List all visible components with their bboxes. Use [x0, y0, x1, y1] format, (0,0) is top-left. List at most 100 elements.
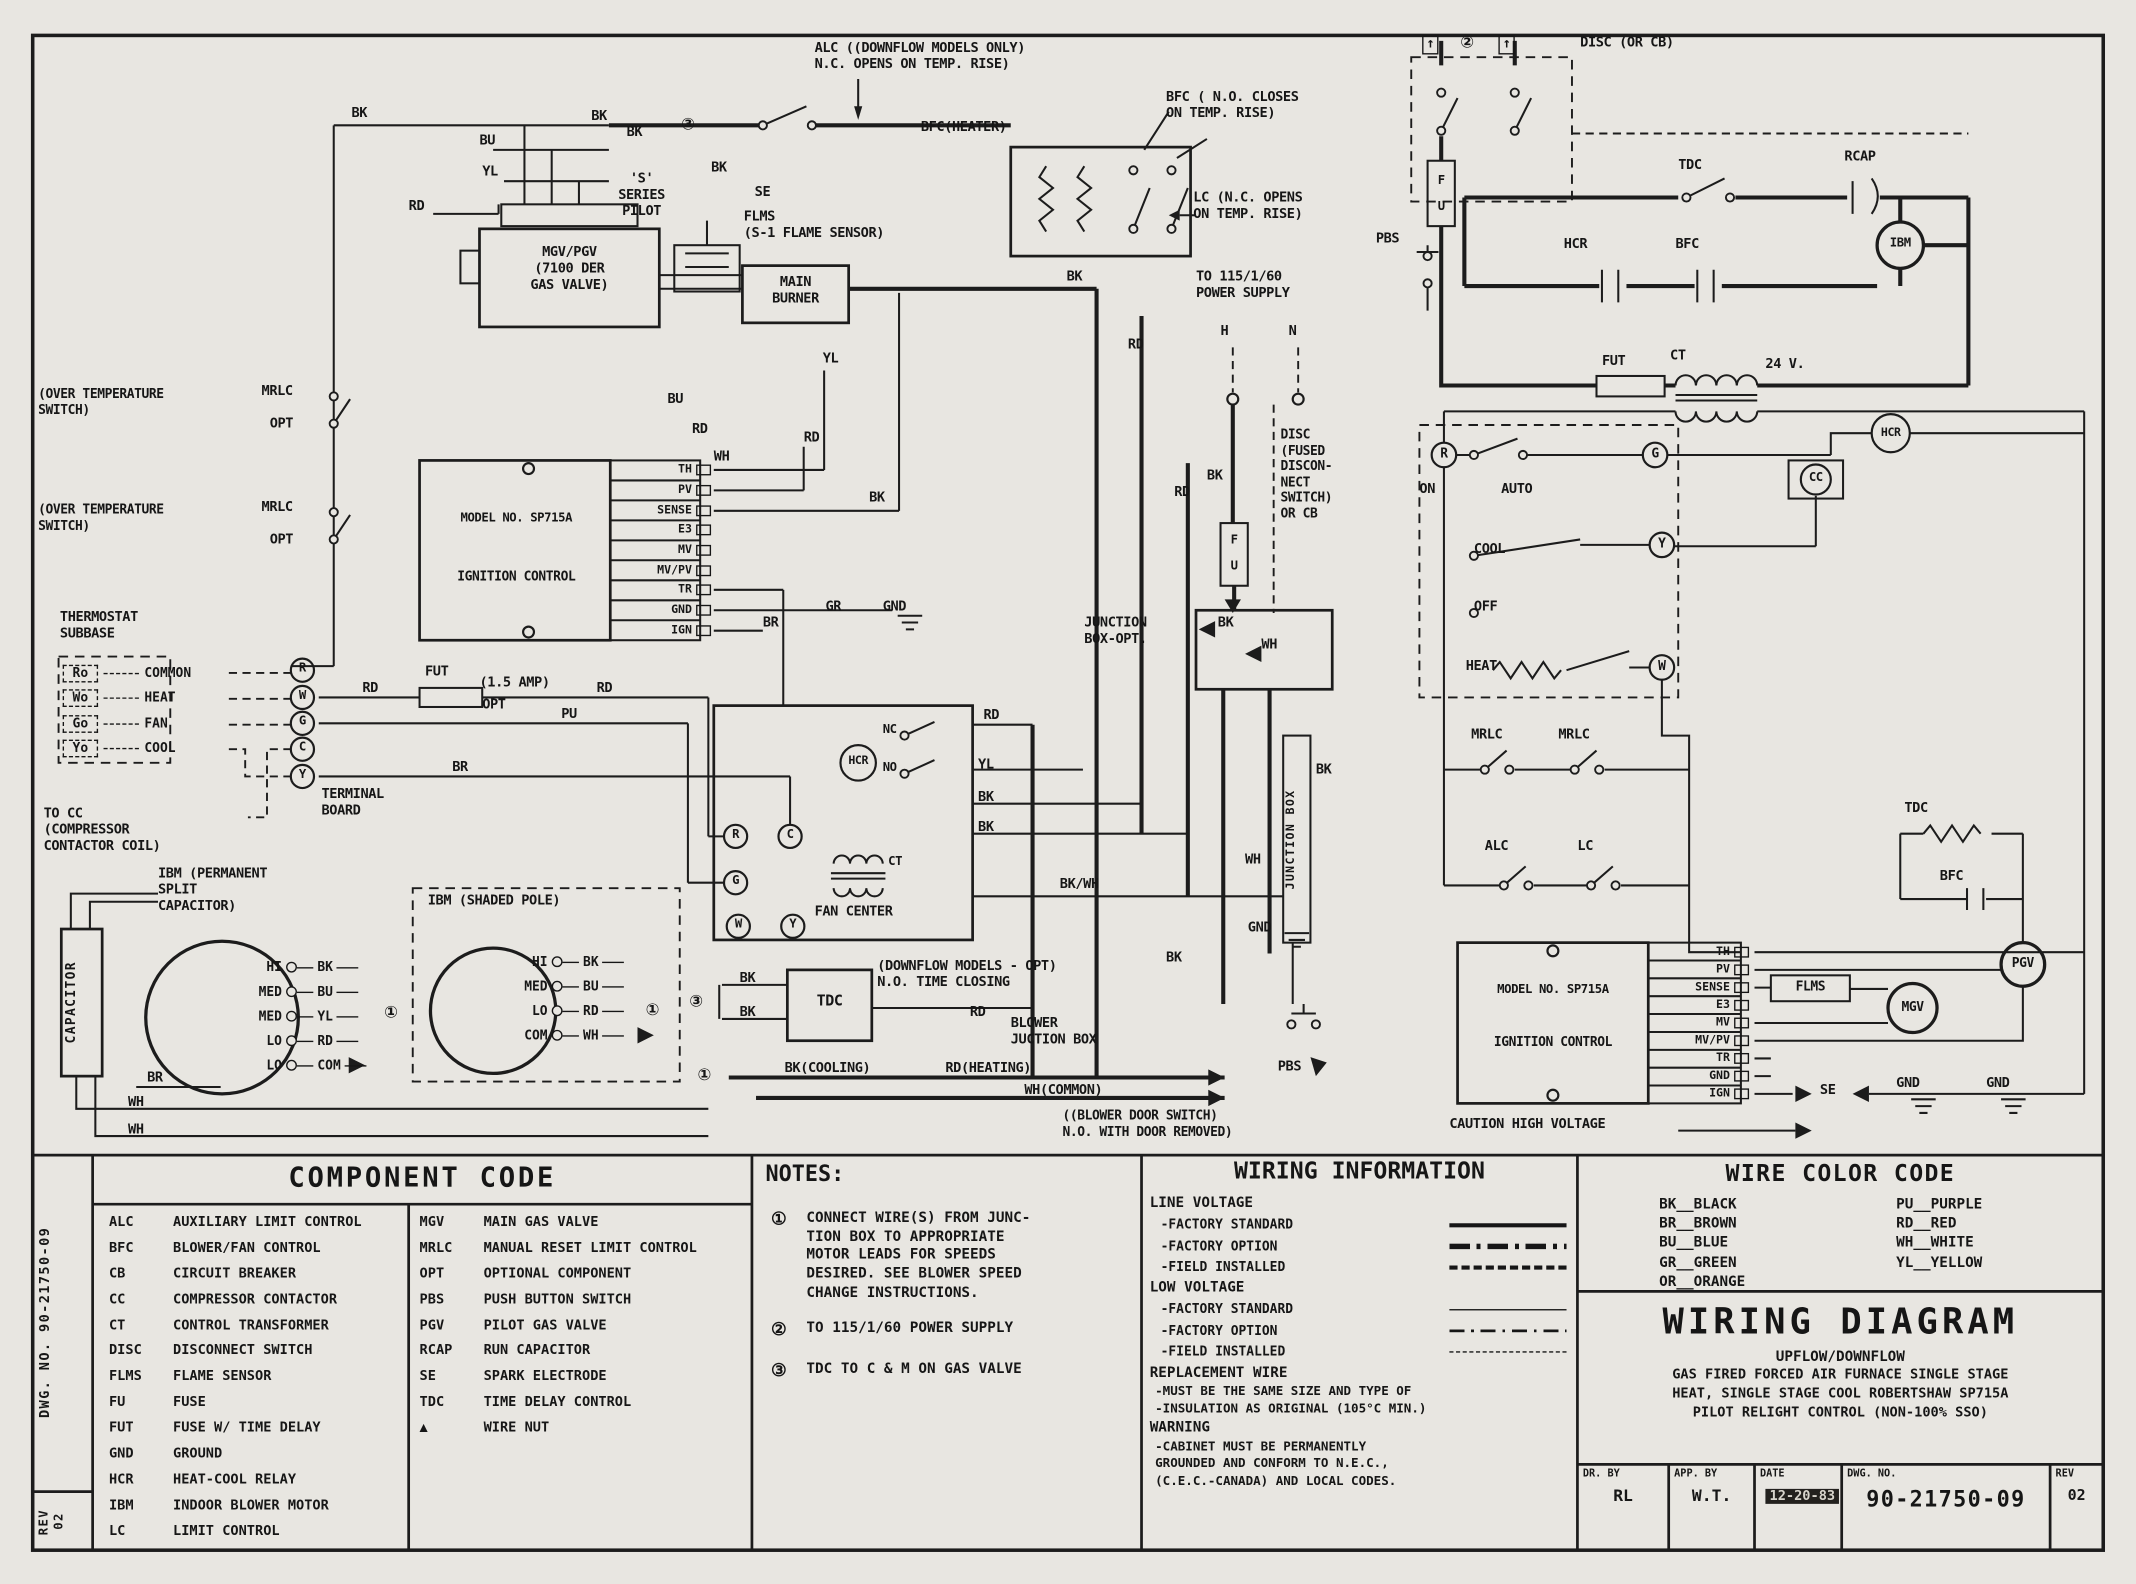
motor-speed-label: HI	[532, 954, 548, 970]
wire-color-entry: WH__WHITE	[1896, 1234, 1974, 1252]
subbase-function-label: COOL	[144, 741, 176, 757]
component-definition: FUSE	[172, 1395, 206, 1411]
component-abbr: TDC	[419, 1395, 445, 1411]
blower-door-note: ((BLOWER DOOR SWITCH) N.O. WITH DOOR REM…	[1062, 1108, 1233, 1140]
terminal-square-icon	[696, 464, 712, 476]
wire-label-yl: YL	[482, 164, 498, 180]
component-definition: GROUND	[172, 1446, 223, 1462]
title-sub1: UPFLOW/DOWNFLOW	[1775, 1348, 1905, 1365]
wire-label-rd: RD	[362, 681, 378, 697]
bfc-contact-label: BFC	[1675, 237, 1700, 253]
title-block-dr-by: DR. BY RL	[1577, 1464, 1668, 1505]
side-strip-dwg-no: DWG. NO. 90-21750-09	[38, 1227, 54, 1419]
main-burner-label: MAIN BURNER	[772, 275, 819, 307]
line-sample-light-solid-icon	[1449, 1309, 1567, 1311]
motor-wire-color: COM	[317, 1057, 341, 1073]
wire-icon	[562, 1034, 579, 1036]
motor-speed-label: COM	[524, 1027, 548, 1043]
wire-label-rd: RD	[596, 681, 613, 697]
wire-icon	[337, 1040, 359, 1042]
subbase-row: Yo COOL	[62, 736, 191, 761]
bfc-heater-label: BFC(HEATER)	[920, 119, 1007, 135]
terminal-row: MV	[610, 540, 712, 560]
terminal-label: MV/PV	[1695, 1034, 1730, 1048]
hcr-fan-label: HCR	[848, 754, 869, 769]
legend-label: -FACTORY OPTION	[1160, 1323, 1278, 1339]
terminal-square-icon	[696, 504, 712, 516]
fut-label-left: FUT	[425, 664, 449, 680]
terminal-row: GND	[610, 600, 712, 620]
low-voltage-heading: LOW VOLTAGE	[1149, 1279, 1245, 1296]
component-abbr: RCAP	[419, 1343, 453, 1359]
component-definition: RUN CAPACITOR	[483, 1343, 591, 1359]
wire-label-bk: BK	[626, 125, 643, 141]
terminal-label: PV	[678, 483, 692, 498]
opt-label-1: OPT	[269, 416, 294, 432]
wire-icon	[562, 985, 579, 987]
title-block-dwg-no: DWG. NO. 90-21750-09	[1842, 1464, 2050, 1512]
wh-common-label: WH(COMMON)	[1024, 1082, 1103, 1098]
motor-pin-icon	[286, 961, 297, 973]
note-text: CONNECT WIRE(S) FROM JUNC- TION BOX TO A…	[806, 1209, 1031, 1301]
wire-label-bk: BK	[978, 790, 994, 806]
note-mark-2: ②	[1460, 32, 1474, 52]
wire-label-bu: BU	[667, 392, 684, 408]
wire-label-bk: BK	[1166, 950, 1182, 966]
wiring-diagram-title: WIRING DIAGRAM	[1662, 1302, 2019, 1344]
wire-label-wh: WH	[1261, 637, 1277, 653]
subbase-function-label: HEAT	[144, 690, 176, 706]
motor-pin-icon	[286, 1059, 297, 1071]
dwg-no-label: DWG. NO.	[1847, 1467, 1897, 1480]
component-code-title: COMPONENT CODE	[288, 1160, 557, 1194]
note-mark-1: ①	[697, 1065, 711, 1085]
gnd-label-3: GND	[882, 599, 907, 615]
se-label-right: SE	[1819, 1082, 1836, 1098]
motor-wire-color: RD	[583, 1003, 599, 1019]
component-code-row: BFC BLOWER/FAN CONTROL	[109, 1241, 406, 1267]
wire-label-bk: BK	[1217, 615, 1234, 631]
wire-label-pu: PU	[561, 706, 577, 722]
wire-label-bk: BK	[978, 820, 994, 836]
terminal-square-icon	[1734, 999, 1750, 1011]
terminal-label: SENSE	[1695, 980, 1730, 995]
h-terminal-label: H	[1220, 324, 1229, 340]
legend-row: -FIELD INSTALLED	[1150, 1257, 1567, 1278]
opt-label-fut: OPT	[482, 697, 506, 713]
bfc-label-right: BFC	[1939, 869, 1964, 885]
subbase-pin: Ro	[62, 664, 99, 683]
motor-pin-icon	[551, 1005, 563, 1017]
note-mark-3: ③	[689, 991, 703, 1011]
disc-or-cb-label: DISC (OR CB)	[1580, 35, 1674, 51]
title-sub4: PILOT RELIGHT CONTROL (NON-100% SSO)	[1692, 1405, 1988, 1421]
date-label: DATE	[1759, 1467, 1785, 1480]
terminal-board-label: TERMINAL BOARD	[321, 787, 384, 819]
component-abbr: BFC	[108, 1240, 134, 1256]
subbase-pin: Yo	[62, 740, 99, 758]
legend-row: -FACTORY OPTION	[1150, 1236, 1567, 1257]
terminal-square-icon	[1734, 981, 1750, 993]
terminal-label: MV/PV	[657, 563, 692, 578]
terminal-row: MV/PV	[610, 560, 712, 580]
wire-label-bk: BK	[1206, 468, 1223, 484]
legend-label: -FACTORY STANDARD	[1160, 1302, 1294, 1318]
ct-label-right: CT	[1670, 348, 1686, 364]
caution-label: CAUTION HIGH VOLTAGE	[1449, 1117, 1606, 1132]
legend-label: -FACTORY OPTION	[1160, 1238, 1278, 1254]
terminal-row: TH	[610, 460, 712, 480]
terminal-row: E3	[1648, 996, 1750, 1014]
w-terminal-right: W	[1658, 659, 1666, 675]
component-definition: BLOWER/FAN CONTROL	[172, 1240, 321, 1256]
legend-row: -FACTORY STANDARD	[1150, 1215, 1567, 1236]
component-abbr: SE	[419, 1369, 436, 1385]
ibm-psc-title: IBM (PERMANENT SPLIT CAPACITOR)	[158, 866, 268, 915]
nc-label: NC	[882, 723, 897, 737]
subbase-function-label: FAN	[144, 716, 168, 732]
component-abbr: ALC	[108, 1215, 134, 1231]
wire-icon	[337, 1015, 359, 1017]
wire-label-rd: RD	[691, 422, 708, 438]
